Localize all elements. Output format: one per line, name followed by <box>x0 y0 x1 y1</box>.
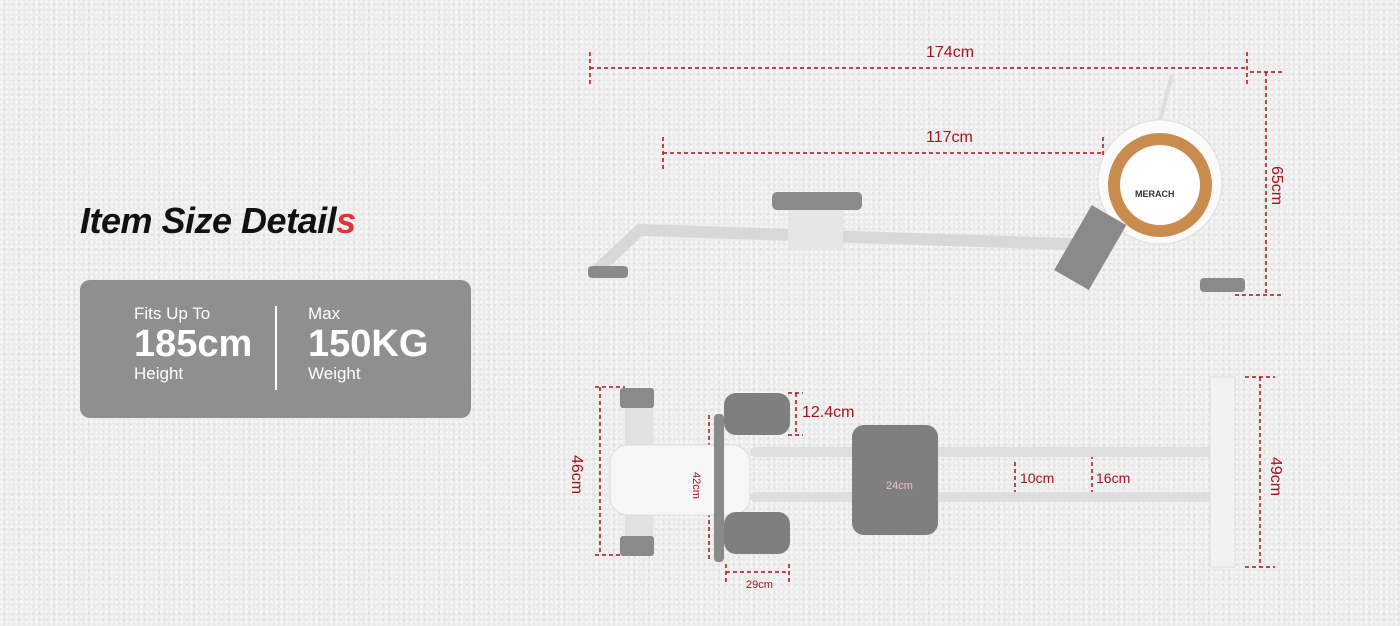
spec-unit: Height <box>134 364 184 383</box>
dim-rail-gap-outer: 16cm <box>1096 470 1131 486</box>
title-accent: s <box>336 200 356 241</box>
side-view-machine: MERACH <box>588 74 1245 292</box>
dim-top-width: 46cm <box>568 455 585 495</box>
spec-value: 150KG <box>308 323 429 365</box>
spec-weight: Max 150KG Weight <box>308 304 428 384</box>
spec-height: Fits Up To 185cm Height <box>134 304 252 384</box>
brand-logo: MERACH <box>1135 189 1175 199</box>
dim-rail-gap-inner: 10cm <box>1020 470 1055 486</box>
top-view-machine <box>609 376 1236 568</box>
spec-unit: Weight <box>308 364 361 383</box>
dim-rail-length: 117cm <box>926 129 973 146</box>
spec-value: 185cm <box>134 323 253 365</box>
dim-pedal-depth: 29cm <box>746 579 773 591</box>
spec-divider <box>275 306 277 390</box>
dim-pedal-height: 12.4cm <box>802 404 855 421</box>
dim-base-width: 49cm <box>1267 457 1284 497</box>
spec-card: Fits Up To 185cm Height Max 150KG Weight <box>80 280 471 418</box>
page-title: Item Size Details <box>80 200 356 242</box>
dim-side-height: 65cm <box>1268 166 1285 206</box>
title-text: Item Size Detail <box>80 200 337 241</box>
dim-side-length: 174cm <box>926 44 975 61</box>
dim-seat-width: 24cm <box>886 480 913 492</box>
spec-label: Max <box>308 304 341 323</box>
spec-label: Fits Up To <box>134 304 211 323</box>
dim-flywheel-width: 42cm <box>690 472 702 499</box>
